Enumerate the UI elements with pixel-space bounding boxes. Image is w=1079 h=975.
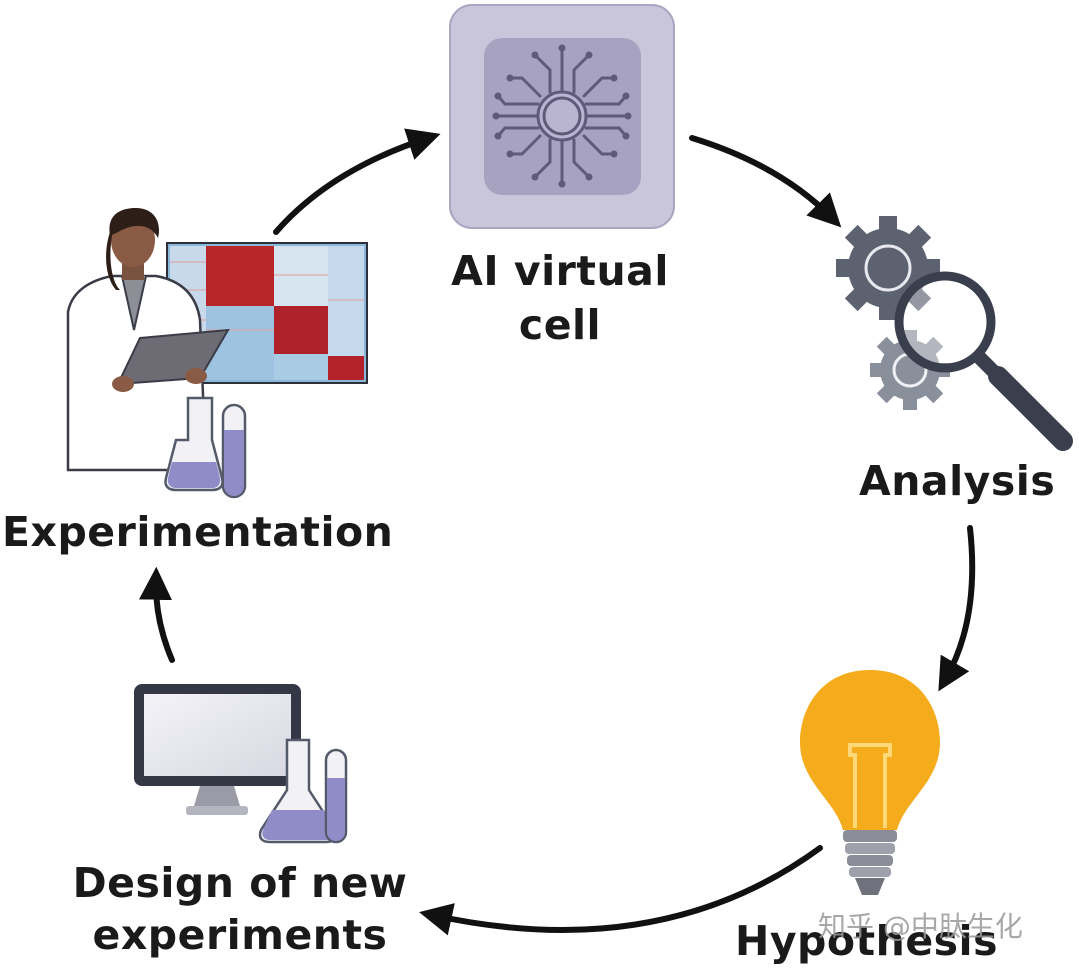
arrow-design-to-experimentation [139,566,175,663]
label-ai-line2: cell [518,301,602,349]
monitor-flask-icon [134,684,348,844]
label-experimentation: Experimentation [2,508,394,556]
label-design-new-experiments: Design of new experiments [60,858,420,960]
label-design-line2: experiments [92,911,388,959]
label-analysis: Analysis [859,457,1056,505]
ai-chip-icon [449,4,675,229]
arrow-hypothesis-to-design [419,845,823,936]
scientist-heatmap-icon [66,208,368,499]
label-hypothesis: Hypothesis [735,917,999,965]
lightbulb-icon [800,670,940,895]
label-ai-virtual-cell: AI virtual cell [430,246,690,350]
arrow-ai-cell-to-analysis [689,135,842,228]
arrow-analysis-to-hypothesis [938,525,976,692]
label-design-line1: Design of new [72,859,408,907]
gears-magnifier-icon [836,216,1073,451]
arrow-experimentation-to-ai-cell [273,128,441,235]
label-ai-line1: AI virtual [451,247,669,295]
watermark-text: 知乎 @中肽生化 [818,910,1023,943]
